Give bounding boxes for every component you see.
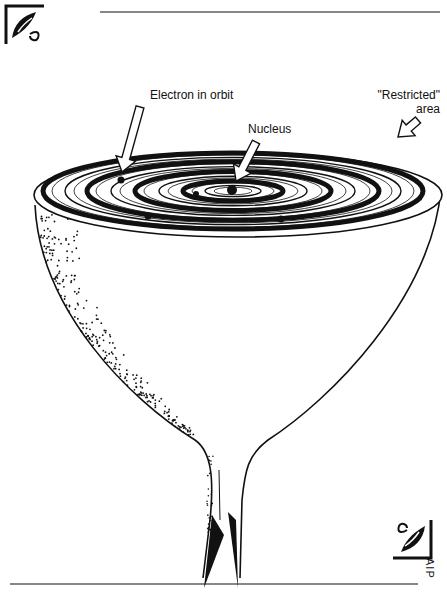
top-rule	[100, 11, 440, 12]
credit-mark: AIP	[423, 558, 437, 579]
pointer-arrow	[234, 140, 260, 181]
electron-dots	[118, 177, 285, 223]
nucleus-dot	[227, 185, 237, 195]
funnel-bowl	[34, 153, 442, 588]
page-frame	[6, 6, 440, 584]
callout-label: Electron in orbit	[150, 88, 233, 102]
pointer-arrow	[116, 106, 144, 172]
bottom-rule	[10, 583, 418, 584]
callout-label: Nucleus	[248, 122, 291, 136]
pointer-arrow	[398, 117, 421, 137]
shading-dots	[40, 213, 214, 533]
corner-ornament	[6, 6, 44, 44]
hollow-arrows	[116, 106, 421, 181]
callout-label: "Restricted" area	[366, 88, 440, 116]
corner-ornament	[393, 520, 431, 558]
